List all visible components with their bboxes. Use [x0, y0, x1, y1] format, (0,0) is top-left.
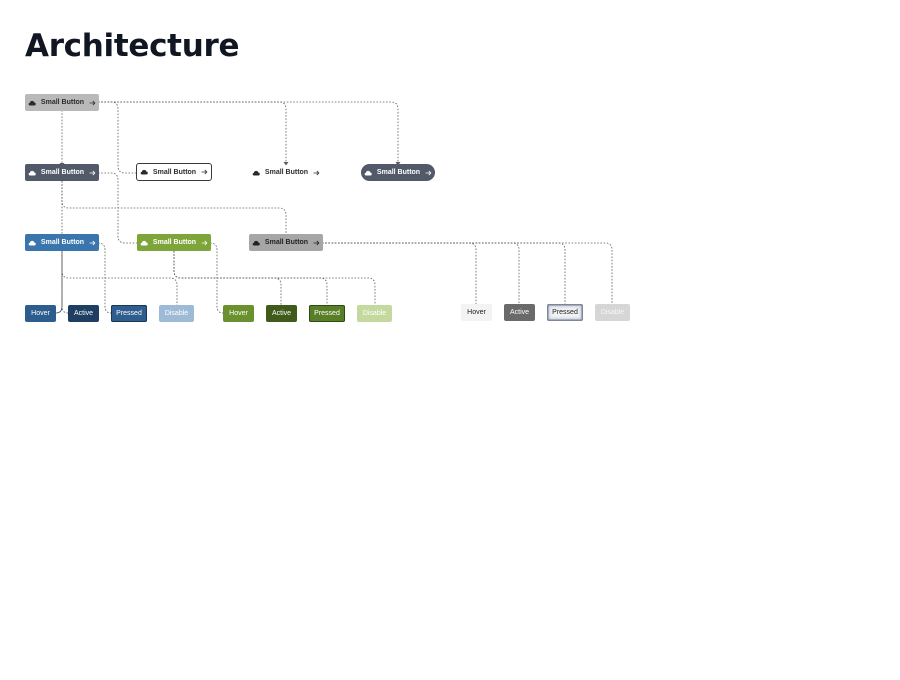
button-label: Small Button	[40, 169, 85, 176]
state-label: Active	[509, 309, 530, 316]
connector-gray-hover	[322, 242, 477, 304]
dark-small-button[interactable]: Small Button	[25, 164, 99, 181]
green-active-state-button[interactable]: Active	[266, 305, 297, 322]
arrow-right-icon	[89, 100, 96, 105]
green-disable-state-button[interactable]: Disable	[357, 305, 392, 322]
state-label: Disable	[600, 309, 625, 316]
cloud-icon	[28, 170, 36, 176]
state-label: Pressed	[116, 310, 142, 317]
arrowhead-pill	[395, 162, 401, 166]
button-label: Small Button	[376, 169, 421, 176]
gray-small-button[interactable]: Small Button	[249, 234, 323, 251]
text-small-button[interactable]: Small Button	[249, 164, 323, 181]
button-label: Small Button	[152, 168, 197, 176]
blue-active-state-button[interactable]: Active	[68, 305, 99, 322]
connector-green-hover	[209, 242, 224, 314]
blue-hover-state-button[interactable]: Hover	[25, 305, 56, 322]
arrow-right-icon	[201, 169, 208, 175]
cloud-icon	[252, 240, 260, 246]
state-label: Active	[271, 310, 292, 317]
arrow-right-icon	[89, 240, 96, 245]
cloud-icon	[140, 169, 148, 175]
button-label: Small Button	[40, 99, 85, 106]
connector-gray-active	[322, 242, 520, 304]
cloud-icon	[140, 240, 148, 246]
gray-pressed-state-button[interactable]: Pressed	[547, 304, 583, 321]
gray-hover-state-button[interactable]: Hover	[461, 304, 492, 321]
state-label: Hover	[229, 310, 248, 317]
connector-gray-pressed	[322, 242, 566, 304]
state-label: Disable	[362, 310, 387, 317]
connector-blue-hover	[55, 251, 63, 314]
connector-root-outline	[98, 101, 137, 174]
connector-blue-active	[61, 251, 69, 314]
connector-blue-pressed	[97, 242, 112, 314]
arrow-right-icon	[201, 240, 208, 245]
state-label: Hover	[31, 310, 50, 317]
state-label: Disable	[164, 310, 189, 317]
cloud-icon	[364, 170, 372, 176]
green-pressed-state-button[interactable]: Pressed	[309, 305, 345, 322]
connector-gray-disable	[322, 242, 613, 304]
blue-disable-state-button[interactable]: Disable	[159, 305, 194, 322]
state-label: Pressed	[314, 310, 340, 317]
root-small-button[interactable]: Small Button	[25, 94, 99, 111]
green-hover-state-button[interactable]: Hover	[223, 305, 254, 322]
cloud-icon	[28, 100, 36, 106]
state-label: Active	[73, 310, 94, 317]
connector-root-pill	[98, 101, 399, 163]
arrow-right-icon	[313, 240, 320, 245]
outline-small-button[interactable]: Small Button	[136, 163, 212, 181]
button-label: Small Button	[264, 169, 309, 176]
blue-pressed-state-button[interactable]: Pressed	[111, 305, 147, 322]
cloud-icon	[28, 240, 36, 246]
button-label: Small Button	[264, 239, 309, 246]
cloud-icon	[252, 170, 260, 176]
green-small-button[interactable]: Small Button	[137, 234, 211, 251]
connector-root-text	[98, 101, 287, 162]
pill-small-button[interactable]: Small Button	[361, 164, 435, 181]
arrow-right-icon	[313, 170, 320, 175]
connector-dark-gray	[61, 181, 287, 235]
gray-active-state-button[interactable]: Active	[504, 304, 535, 321]
button-label: Small Button	[40, 239, 85, 246]
button-label: Small Button	[152, 239, 197, 246]
state-label: Hover	[467, 309, 486, 316]
arrow-right-icon	[425, 170, 432, 175]
page-title: Architecture	[25, 28, 240, 64]
gray-disable-state-button[interactable]: Disable	[595, 304, 630, 321]
arrowhead-text	[283, 162, 289, 166]
state-label: Pressed	[552, 309, 578, 316]
connector-blue-disable	[61, 251, 178, 305]
connector-green-disable	[173, 251, 376, 305]
arrow-right-icon	[89, 170, 96, 175]
blue-small-button[interactable]: Small Button	[25, 234, 99, 251]
